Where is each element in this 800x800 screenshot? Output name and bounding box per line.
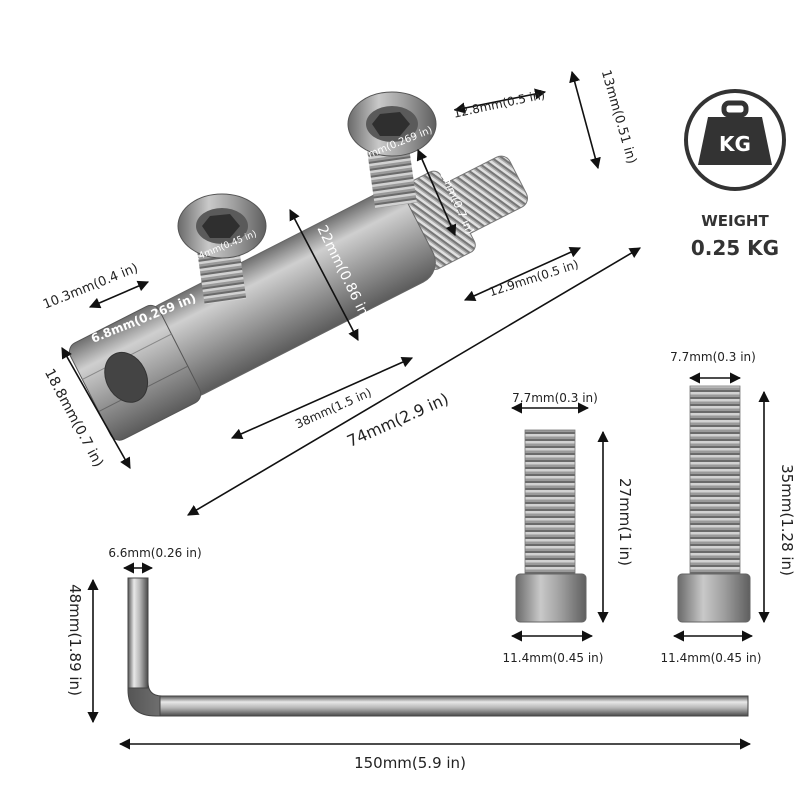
gear-offset-label: 12.9mm(0.5 in) — [487, 257, 580, 299]
hex-key — [127, 577, 749, 717]
hex-key-long-arm-label: 150mm(5.9 in) — [354, 754, 466, 772]
end-length-label: 10.3mm(0.4 in) — [41, 261, 140, 313]
weight-value: 0.25 KG — [690, 236, 780, 260]
kg-icon-text: KG — [719, 132, 751, 156]
adapter-screw-top — [347, 91, 437, 209]
short-screw-thread-label: 7.7mm(0.3 in) — [512, 391, 598, 405]
short-screw-head-label: 11.4mm(0.45 in) — [503, 651, 604, 665]
long-screw-thread-label: 7.7mm(0.3 in) — [670, 350, 756, 364]
pinion-dia-label: 13mm(0.51 in) — [598, 68, 639, 165]
long-screw-head-label: 11.4mm(0.45 in) — [661, 651, 762, 665]
weight-title: WEIGHT — [701, 212, 769, 230]
short-screw-length-label: 27mm(1 in) — [616, 478, 634, 566]
hex-key-short-arm-label: 48mm(1.89 in) — [66, 584, 84, 696]
short-screw — [515, 429, 587, 623]
long-screw — [677, 385, 751, 623]
pinion-length-label: 12.8mm(0.5 in) — [452, 88, 546, 121]
kettlebell-weight-icon: KG — [684, 89, 786, 191]
adapter-dimension-lines — [61, 70, 641, 516]
hex-key-width-label: 6.6mm(0.26 in) — [108, 546, 201, 560]
long-screw-length-label: 35mm(1.28 in) — [778, 464, 796, 576]
